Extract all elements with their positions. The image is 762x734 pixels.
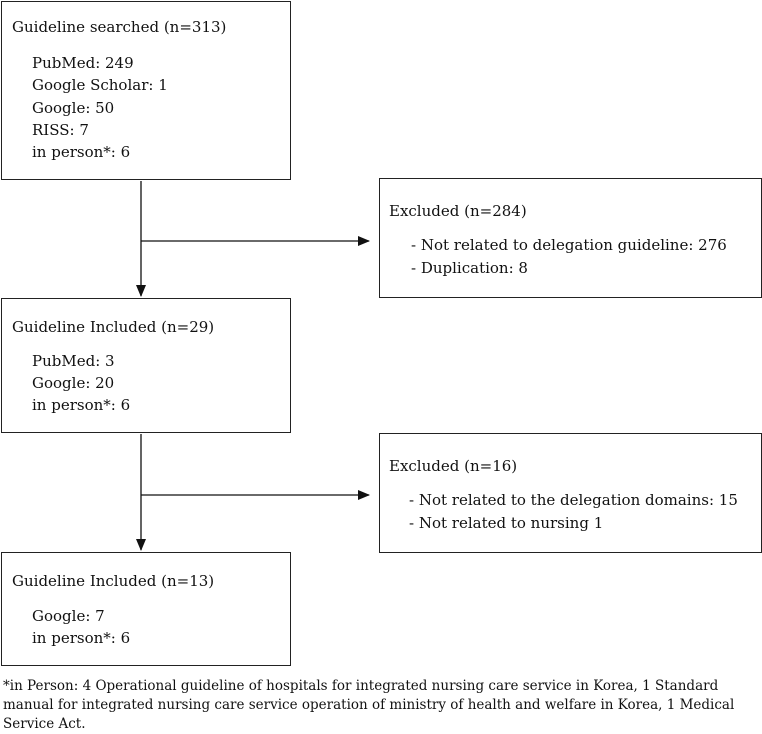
footnote: *in Person: 4 Operational guideline of h… <box>3 678 735 732</box>
stage3-item: Google: 7 <box>32 607 105 625</box>
stage1-item: PubMed: 249 <box>32 54 134 72</box>
excluded2-box: Excluded (n=16) - Not related to the del… <box>379 433 762 553</box>
stage2-item: in person*: 6 <box>32 396 131 414</box>
excluded1-item: - Duplication: 8 <box>411 259 528 277</box>
stage1-title: Guideline searched (n=313) <box>12 18 227 36</box>
excluded1-title: Excluded (n=284) <box>389 202 527 220</box>
flow-connectors <box>136 181 370 551</box>
stage2-item: PubMed: 3 <box>32 352 115 370</box>
stage1-item: in person*: 6 <box>32 143 131 161</box>
excluded2-item: - Not related to nursing 1 <box>409 514 604 532</box>
excluded1-box: Excluded (n=284) - Not related to delega… <box>379 178 762 298</box>
excluded2-item: - Not related to the delegation domains:… <box>409 491 738 509</box>
stage2-box: Guideline Included (n=29) PubMed: 3 Goog… <box>1 298 291 433</box>
stage3-box: Guideline Included (n=13) Google: 7 in p… <box>1 552 291 666</box>
stage1-item: RISS: 7 <box>32 121 89 139</box>
stage3-title: Guideline Included (n=13) <box>12 572 215 590</box>
stage1-item: Google: 50 <box>32 99 115 117</box>
stage2-title: Guideline Included (n=29) <box>12 318 215 336</box>
stage3-item: in person*: 6 <box>32 629 131 647</box>
stage1-box: Guideline searched (n=313) PubMed: 249 G… <box>1 1 291 180</box>
excluded1-item: - Not related to delegation guideline: 2… <box>411 236 727 254</box>
stage1-item: Google Scholar: 1 <box>32 76 168 94</box>
stage2-item: Google: 20 <box>32 374 115 392</box>
excluded2-title: Excluded (n=16) <box>389 457 518 475</box>
